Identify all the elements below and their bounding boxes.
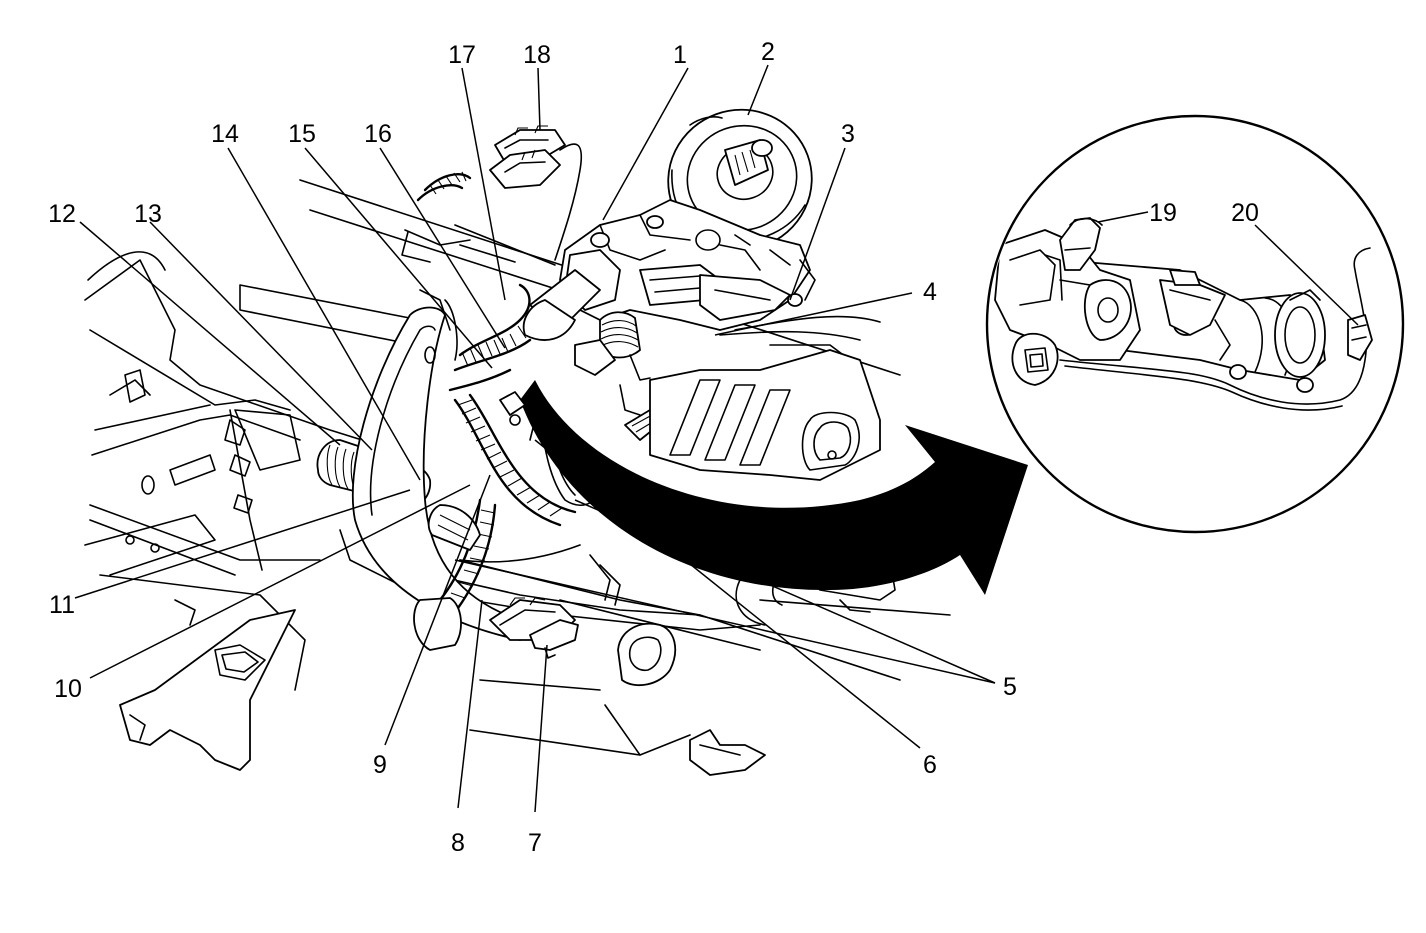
callout-20: 20	[1231, 199, 1259, 227]
callout-18: 18	[523, 41, 551, 69]
callout-16: 16	[364, 120, 392, 148]
callout-8: 8	[451, 829, 465, 857]
callout-2: 2	[761, 38, 775, 66]
callout-5: 5	[1003, 673, 1017, 701]
callout-9: 9	[373, 751, 387, 779]
callout-7: 7	[528, 829, 542, 857]
harness-wrap-upper	[416, 171, 472, 202]
callout-10: 10	[54, 675, 82, 703]
callout-13: 13	[134, 200, 162, 228]
callout-1: 1	[673, 41, 687, 69]
steering-column-assembly	[522, 108, 881, 441]
inset-detail-circle	[985, 114, 1405, 534]
knee-bolster-panel	[649, 349, 881, 481]
callout-4: 4	[923, 278, 937, 306]
callout-labels: 1 2 3 4 5 6 7 8 9 10 11 12 13 14 15 16 1…	[48, 38, 1259, 857]
callout-14: 14	[211, 120, 239, 148]
callout-11: 11	[49, 591, 75, 619]
leader-lines	[74, 64, 1359, 813]
column-support-loop	[351, 289, 521, 641]
zoom-arrow	[520, 380, 1028, 595]
callout-19: 19	[1149, 199, 1177, 227]
callout-3: 3	[841, 120, 855, 148]
callout-15: 15	[288, 120, 316, 148]
connector-7	[489, 597, 579, 659]
callout-17: 17	[448, 41, 476, 69]
callout-6: 6	[923, 751, 937, 779]
connector-18	[489, 125, 582, 261]
callout-12: 12	[48, 200, 76, 228]
wiring-harness	[413, 283, 621, 651]
